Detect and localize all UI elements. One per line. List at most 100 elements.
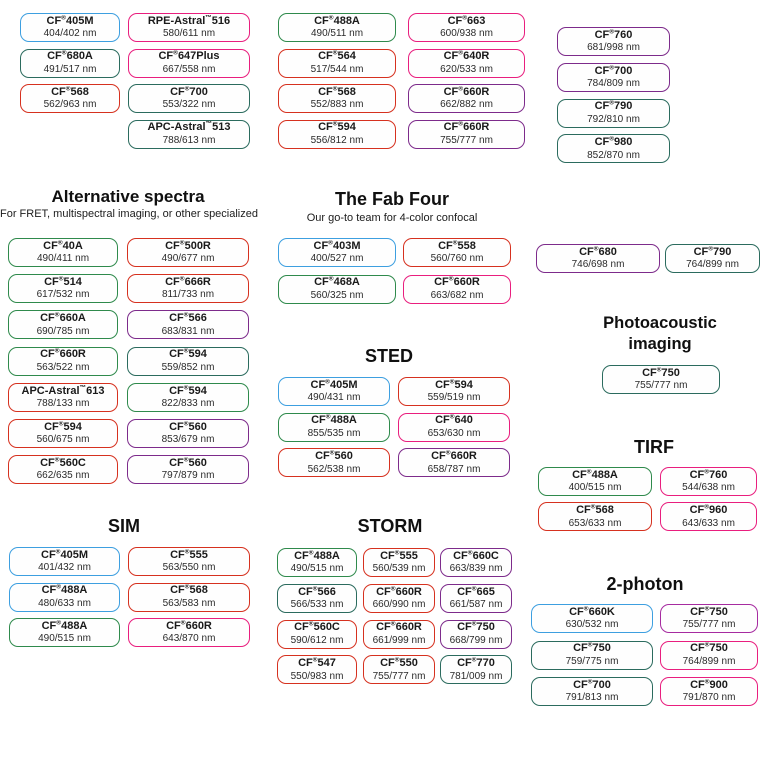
dye-name: CF®647Plus	[158, 49, 220, 63]
dye-name: CF®550	[380, 656, 418, 670]
dye-wavelength: 852/870 nm	[587, 149, 640, 161]
dye-name: RPE-Astral™516	[147, 14, 231, 27]
dye-name: CF®790	[693, 245, 732, 258]
dye-wavelength: 755/777 nm	[440, 134, 493, 146]
dye-name: CF®680A	[47, 49, 93, 63]
dye-name: CF®660K	[569, 605, 615, 618]
dye-wavelength: 853/679 nm	[161, 434, 215, 446]
dye-name: CF®514	[44, 275, 82, 288]
dye-name: CF®663	[447, 14, 486, 27]
dye-name: CF®594	[435, 378, 473, 391]
dye-wavelength: 600/938 nm	[440, 28, 493, 40]
dye-wavelength: 653/630 nm	[427, 427, 481, 439]
dye-wavelength: 404/402 nm	[43, 28, 97, 40]
dye-wavelength: 781/009 nm	[449, 670, 503, 682]
dye-name: CF®750	[690, 605, 728, 618]
dye-name: CF®555	[380, 549, 418, 562]
dye-name: CF®660C	[453, 549, 499, 562]
dye-wavelength: 590/612 nm	[290, 634, 344, 646]
dye-wavelength: 490/431 nm	[307, 392, 361, 404]
dye-wavelength: 553/322 nm	[162, 99, 216, 111]
dye-wavelength: 491/517 nm	[43, 63, 97, 75]
dye-wavelength: 559/519 nm	[427, 392, 481, 404]
dye-wavelength: 811/733 nm	[161, 289, 215, 301]
dye-wavelength: 662/882 nm	[440, 99, 493, 111]
dye-name: CF®594	[169, 383, 207, 397]
dye-name: CF®568	[51, 85, 89, 98]
dye-wavelength: 620/533 nm	[440, 63, 493, 75]
dye-wavelength: 643/870 nm	[162, 633, 216, 645]
dye-wavelength: 755/777 nm	[634, 380, 688, 392]
dye-name: CF®568	[170, 583, 208, 597]
dye-wavelength: 560/675 nm	[36, 434, 90, 446]
dye-name: CF®488A	[572, 468, 618, 481]
dye-name: APC-Astral™613	[21, 383, 105, 397]
dye-wavelength: 792/810 nm	[587, 113, 640, 125]
dye-wavelength: 490/677 nm	[161, 253, 215, 265]
dye-wavelength: 784/809 nm	[587, 77, 640, 89]
section-subtitle-fab-four: Our go-to team for 4-color confocal	[306, 212, 478, 224]
dye-wavelength: 661/587 nm	[449, 598, 503, 610]
section-title-fab-four: The Fab Four	[335, 189, 449, 209]
dye-wavelength: 517/544 nm	[310, 63, 364, 75]
dye-wavelength: 550/983 nm	[290, 670, 344, 682]
dye-name: CF®488A	[41, 619, 88, 632]
dye-wavelength: 400/527 nm	[310, 253, 364, 265]
dye-wavelength: 560/325 nm	[310, 289, 364, 301]
dye-name: CF®594	[169, 347, 207, 361]
dye-name: CF®700	[594, 63, 633, 77]
dye-wavelength: 667/558 nm	[162, 63, 216, 75]
section-title-sim: SIM	[107, 516, 140, 536]
dye-wavelength: 661/999 nm	[372, 634, 426, 646]
dye-wavelength: 480/633 nm	[38, 597, 91, 609]
dye-wavelength: 791/870 nm	[682, 692, 736, 704]
dye-wavelength: 759/775 nm	[565, 655, 619, 667]
dye-name: CF®960	[689, 503, 728, 517]
dye-wavelength: 755/777 nm	[682, 619, 736, 631]
dye-name: CF®568	[576, 503, 614, 517]
dye-name: CF®700	[573, 678, 611, 691]
dye-name: CF®488A	[294, 549, 340, 562]
section-title-storm: STORM	[357, 516, 423, 536]
dye-name: CF®660R	[443, 85, 490, 98]
dye-wavelength: 788/133 nm	[36, 397, 90, 409]
dye-wavelength: 490/515 nm	[290, 563, 344, 575]
dye-wavelength: 764/899 nm	[682, 655, 736, 667]
